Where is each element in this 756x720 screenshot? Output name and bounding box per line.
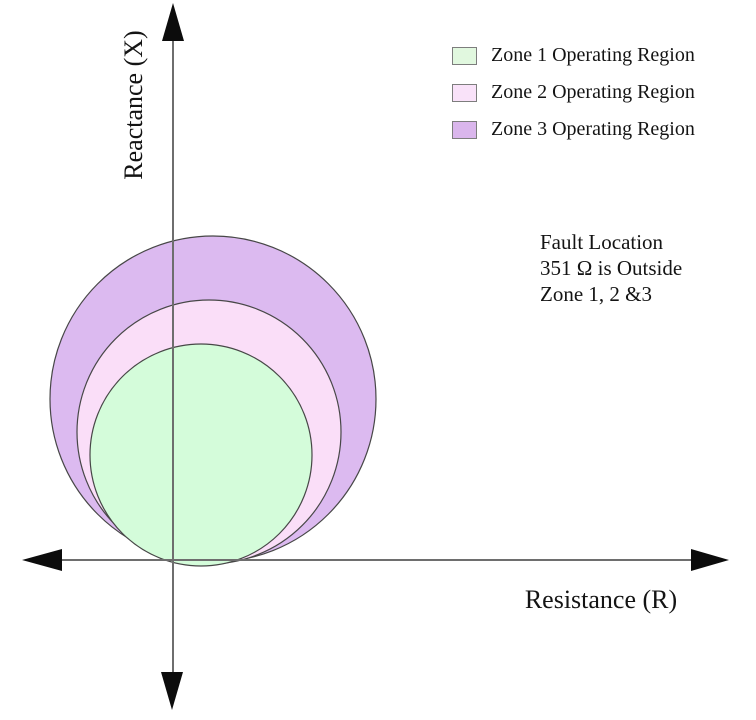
legend-label-zone-3: Zone 3 Operating Region	[491, 118, 695, 140]
y-axis-label: Reactance (X)	[119, 30, 148, 179]
legend: Zone 1 Operating Region Zone 2 Operating…	[452, 44, 695, 157]
fault-annotation: Fault Location 351 Ω is Outside Zone 1, …	[540, 229, 682, 307]
zone-circles	[49, 235, 377, 567]
zone-2-swatch-icon	[452, 83, 477, 102]
y-axis-arrow-down-icon	[161, 672, 183, 710]
fault-annotation-line-2: 351 Ω is Outside	[540, 256, 683, 280]
fault-annotation-line-3: Zone 1, 2 &3	[540, 282, 652, 306]
legend-label-zone-1: Zone 1 Operating Region	[491, 44, 695, 66]
zone-circle-zone-1	[89, 343, 313, 567]
legend-item-zone-1: Zone 1 Operating Region	[452, 44, 695, 66]
legend-item-zone-3: Zone 3 Operating Region	[452, 118, 695, 140]
x-axis-arrow-left-icon	[22, 549, 62, 571]
y-axis-arrow-up-icon	[162, 3, 184, 41]
legend-item-zone-2: Zone 2 Operating Region	[452, 81, 695, 103]
fault-annotation-line-1: Fault Location	[540, 230, 664, 254]
legend-label-zone-2: Zone 2 Operating Region	[491, 81, 695, 103]
zone-1-swatch-icon	[452, 46, 477, 65]
x-axis-label: Resistance (R)	[525, 585, 677, 614]
zone-3-swatch-icon	[452, 120, 477, 139]
x-axis-arrow-right-icon	[691, 549, 729, 571]
